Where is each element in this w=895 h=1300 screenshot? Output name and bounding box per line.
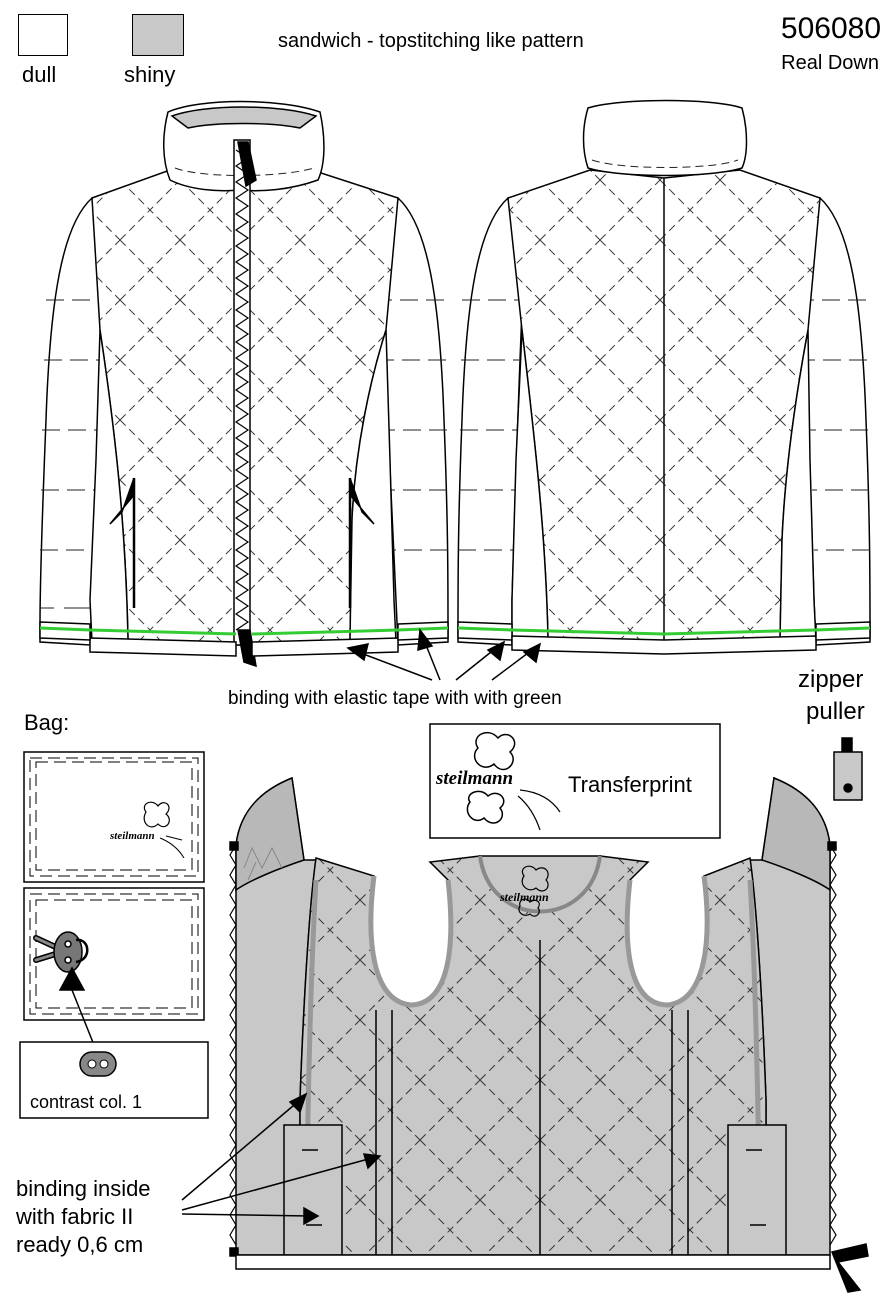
bag-detail-bottom (23, 887, 205, 1051)
legend-dull-swatch (18, 14, 68, 56)
article-number: 506080 (780, 12, 881, 45)
binding-inside-line1: binding inside (16, 1176, 151, 1201)
back-elastic-green (457, 626, 871, 636)
article-subtitle: Real Down (781, 52, 879, 74)
binding-label: binding with elastic tape with with gree… (228, 688, 562, 709)
zipper-puller-label-line1: zipper (798, 666, 864, 693)
bag-label: Bag: (24, 710, 70, 735)
transferprint-label: Transferprint (568, 772, 692, 797)
lining-hem (235, 1254, 831, 1270)
binding-inside-line2: with fabric II (16, 1204, 134, 1229)
back-view-jacket (457, 99, 871, 655)
back-collar (582, 99, 748, 177)
lining-zipper-pull-icon (830, 1243, 869, 1293)
legend-dull-label: dull (22, 62, 57, 87)
contrast-button-box (19, 1041, 209, 1119)
transferprint-box (429, 723, 721, 839)
lining-inside-view (229, 776, 869, 1293)
front-elastic-green (39, 626, 449, 636)
lining-logo-text: steilmann (500, 890, 549, 904)
front-view-jacket (39, 100, 449, 668)
inner-pocket-left (283, 1124, 343, 1256)
zipper-pull-top-icon (237, 141, 257, 188)
pocket-pull-left-icon (109, 477, 135, 525)
transferprint-brand: steilmann (436, 768, 514, 789)
binding-inside-line3: ready 0,6 cm (16, 1232, 144, 1257)
pocket-pull-right-icon (349, 477, 375, 525)
zipper-puller-icon (833, 737, 863, 801)
steilmann-flower-icon (473, 731, 516, 771)
contrast-button-icon (79, 1051, 117, 1077)
inner-pocket-right (727, 1124, 787, 1256)
page-title: sandwich - topstitching like pattern (278, 30, 584, 52)
bag-steilmann-flower-icon (143, 801, 170, 828)
binding-inside-arrows (181, 1092, 382, 1226)
toggle-button-icon (33, 931, 89, 973)
bag-logo-text: steilmann (110, 830, 155, 842)
legend-shiny-label: shiny (124, 62, 176, 87)
legend-shiny-swatch (132, 14, 184, 56)
zipper-puller-label-line2: puller (806, 698, 865, 725)
front-zipper (233, 139, 251, 646)
contrast-label: contrast col. 1 (30, 1092, 143, 1112)
front-hem-binding (89, 637, 237, 657)
zipper-pull-bottom-icon (237, 629, 257, 668)
bag-detail-top (23, 751, 205, 883)
binding-arrows (346, 628, 542, 681)
lining-logo-icon (521, 865, 549, 892)
